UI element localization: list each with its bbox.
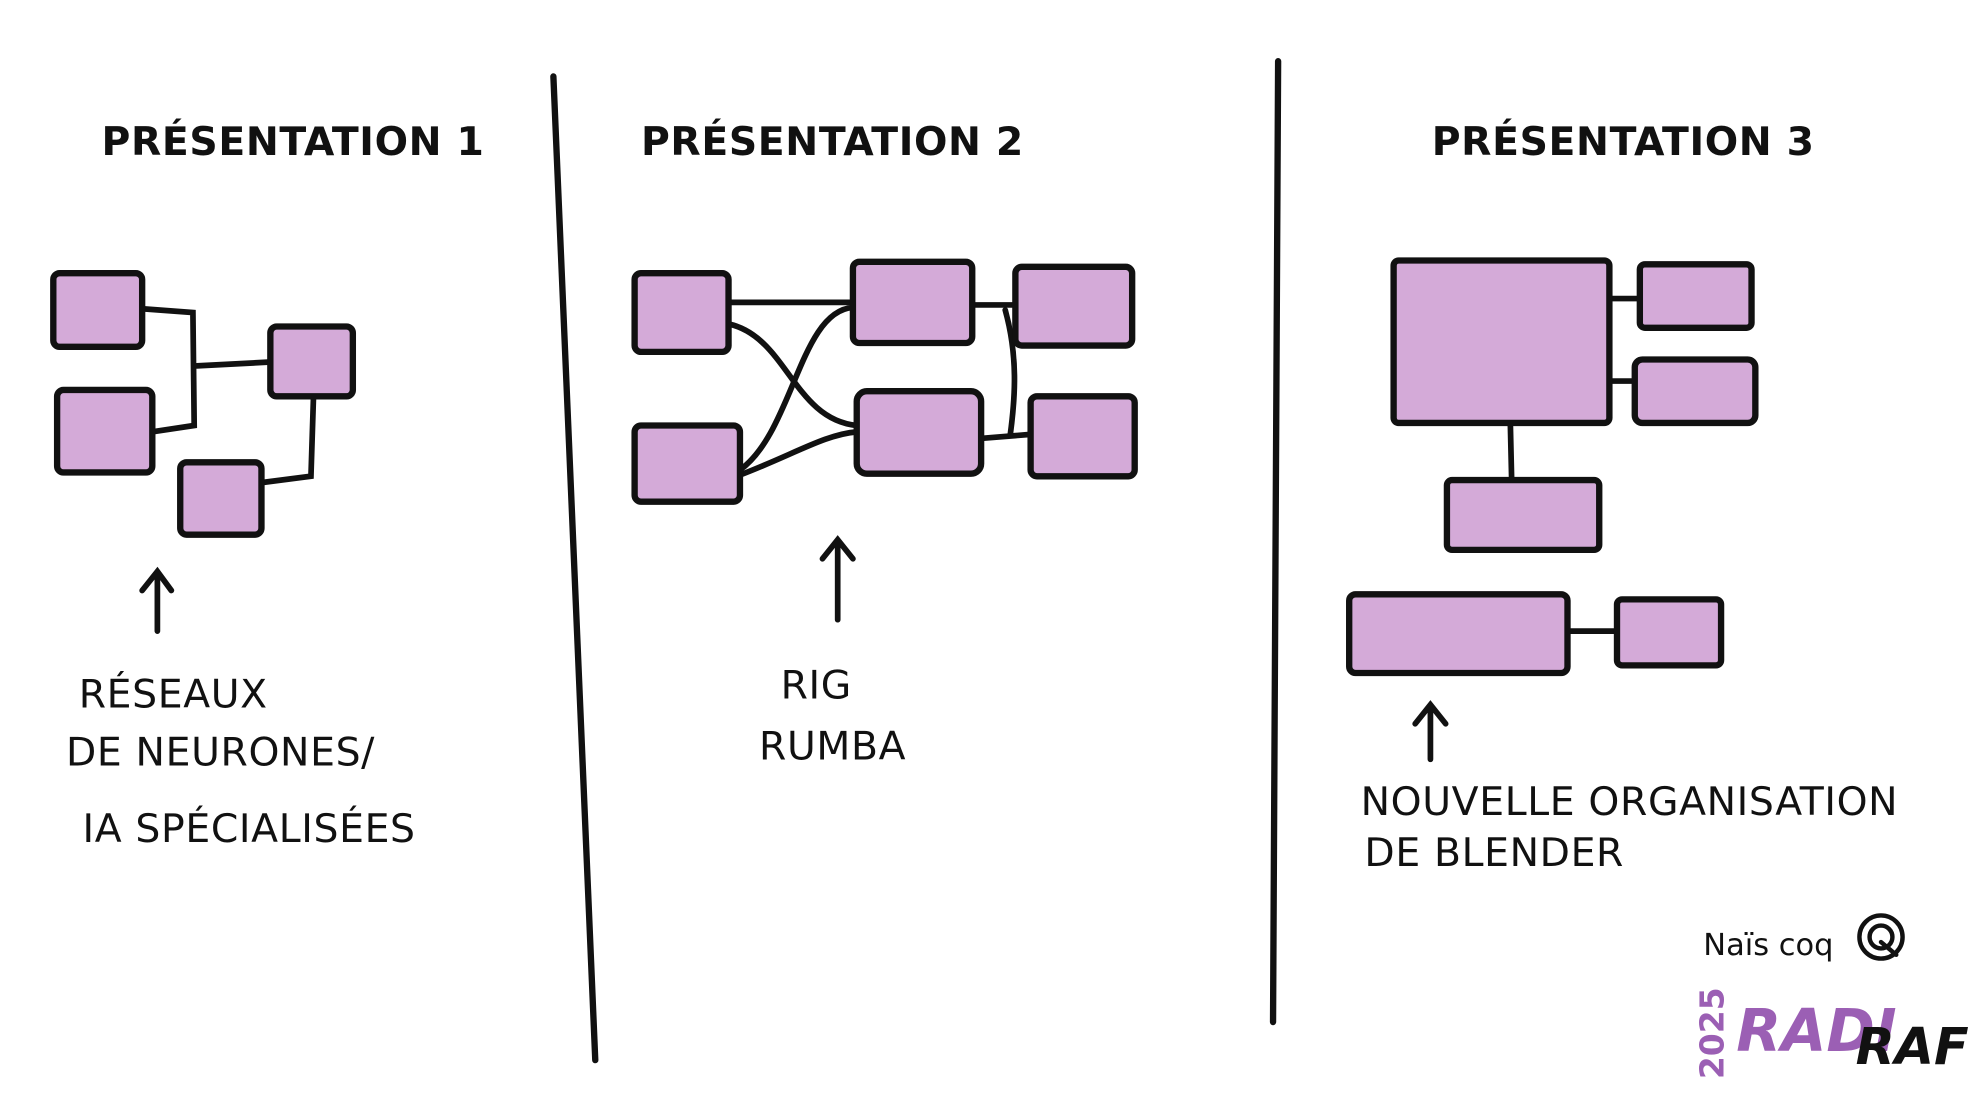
connector bbox=[139, 305, 198, 435]
node-box bbox=[1012, 263, 1136, 349]
divider-2 bbox=[1269, 58, 1282, 1026]
rig-diagram bbox=[631, 258, 1138, 505]
spiral-at-icon bbox=[1857, 913, 1905, 961]
arrow-up-icon bbox=[1412, 700, 1449, 763]
panel-2: PRÉSENTATION 2 RIG RUMBA bbox=[631, 118, 1138, 769]
panel-3-title: PRÉSENTATION 3 bbox=[1432, 118, 1815, 165]
arrow-up-icon bbox=[139, 566, 175, 634]
node-box bbox=[631, 270, 732, 356]
node-box bbox=[53, 386, 156, 476]
year-label: 2025 bbox=[1693, 987, 1732, 1079]
panel-1: PRÉSENTATION 1 RÉSEAUX DE NEURONES/ IA S… bbox=[50, 118, 485, 852]
connector bbox=[737, 428, 860, 478]
arrow-up-icon bbox=[819, 535, 856, 623]
connector bbox=[258, 393, 317, 486]
panel-1-caption-line: IA SPÉCIALISÉES bbox=[83, 805, 416, 852]
node-box bbox=[267, 323, 357, 400]
node-box bbox=[1613, 596, 1725, 669]
panel-2-caption-line: RUMBA bbox=[759, 723, 906, 769]
panel-3: PRÉSENTATION 3 NOUVELLE ORGANISATION DE … bbox=[1346, 118, 1899, 876]
panel-3-caption-line: NOUVELLE ORGANISATION bbox=[1361, 779, 1899, 825]
panel-2-caption-line: RIG bbox=[781, 662, 852, 708]
divider-1 bbox=[550, 73, 599, 1064]
neural-network-diagram bbox=[50, 270, 357, 538]
node-box bbox=[1390, 257, 1613, 427]
panel-3-caption-line: DE BLENDER bbox=[1364, 830, 1624, 876]
node-box bbox=[50, 270, 146, 350]
node-box bbox=[177, 459, 265, 538]
panel-1-title: PRÉSENTATION 1 bbox=[102, 118, 485, 165]
node-box bbox=[853, 388, 985, 477]
node-box bbox=[631, 422, 744, 505]
blender-organisation-diagram bbox=[1346, 257, 1759, 677]
node-box bbox=[1631, 356, 1759, 427]
node-box bbox=[1346, 591, 1571, 677]
node-box bbox=[849, 258, 976, 347]
panel-2-title: PRÉSENTATION 2 bbox=[641, 118, 1024, 165]
connector bbox=[1002, 307, 1018, 438]
panel-1-caption-line: DE NEURONES/ bbox=[66, 730, 375, 776]
node-box bbox=[1443, 476, 1603, 554]
author-name: Naïs coq bbox=[1703, 928, 1833, 963]
radi-logo: RADI bbox=[1736, 997, 1896, 1065]
connector bbox=[980, 431, 1034, 442]
connector bbox=[737, 304, 856, 473]
connector bbox=[1507, 422, 1515, 483]
signature: Naïs coq 2025 RADI RAF bbox=[1693, 913, 1969, 1079]
connector bbox=[193, 359, 274, 369]
connector bbox=[725, 321, 860, 429]
panel-1-caption-line: RÉSEAUX bbox=[79, 670, 268, 717]
raf-logo: RAF bbox=[1856, 1017, 1969, 1076]
node-box bbox=[1636, 261, 1755, 331]
node-box bbox=[1027, 393, 1138, 480]
